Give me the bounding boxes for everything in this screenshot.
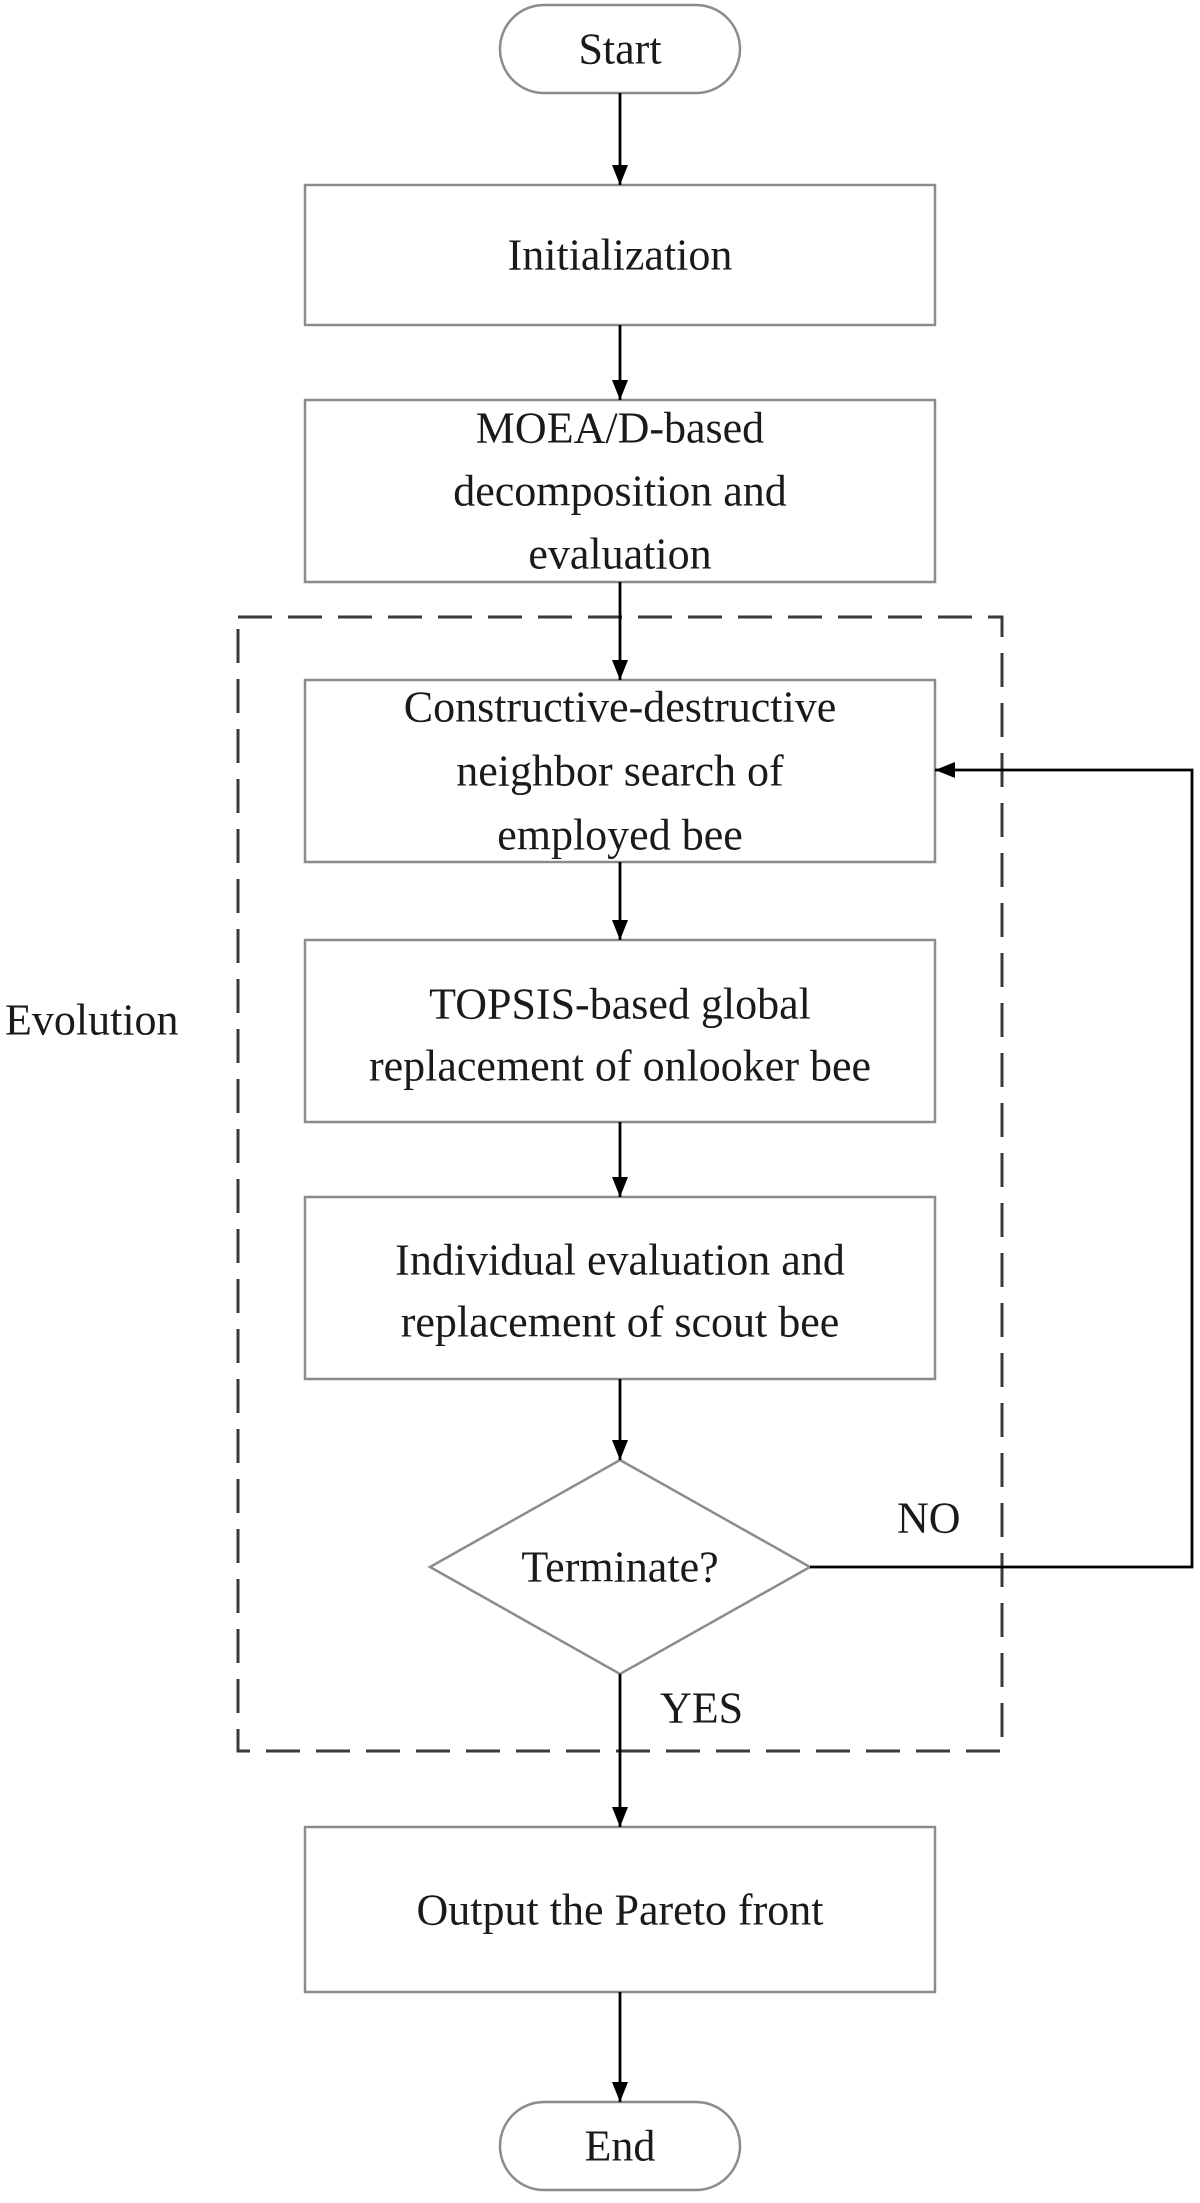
onlooker-bee-label-line2: replacement of onlooker bee <box>369 1042 871 1091</box>
initialization-node <box>303 183 937 327</box>
evolution-group-label: Evolution <box>5 996 179 1045</box>
no-edge-label: NO <box>897 1494 961 1543</box>
scout-bee-label-line1: Individual evaluation and <box>395 1236 845 1285</box>
employed-bee-label-line2: neighbor search of <box>456 747 784 796</box>
output-node <box>303 1825 937 1994</box>
output-label: Output the Pareto front <box>417 1886 824 1935</box>
start-label: Start <box>578 25 661 74</box>
terminate-label: Terminate? <box>521 1543 718 1592</box>
onlooker-bee-node <box>303 938 937 1124</box>
scout-bee-node <box>303 1195 937 1381</box>
edge-terminate-no-loop <box>810 762 1194 1569</box>
yes-edge-label: YES <box>660 1684 743 1733</box>
employed-bee-label-line3: employed bee <box>497 811 743 860</box>
employed-bee-label-line1: Constructive-destructive <box>404 683 837 732</box>
employed-bee-node <box>303 678 937 864</box>
decomposition-label-line3: evaluation <box>528 530 711 579</box>
scout-bee-label-line2: replacement of scout bee <box>401 1298 840 1347</box>
initialization-label: Initialization <box>508 231 733 280</box>
onlooker-bee-label-line1: TOPSIS-based global <box>429 980 811 1029</box>
end-label: End <box>585 2122 656 2171</box>
decomposition-label-line1: MOEA/D-based <box>476 404 764 453</box>
decomposition-label-line2: decomposition and <box>453 467 787 516</box>
